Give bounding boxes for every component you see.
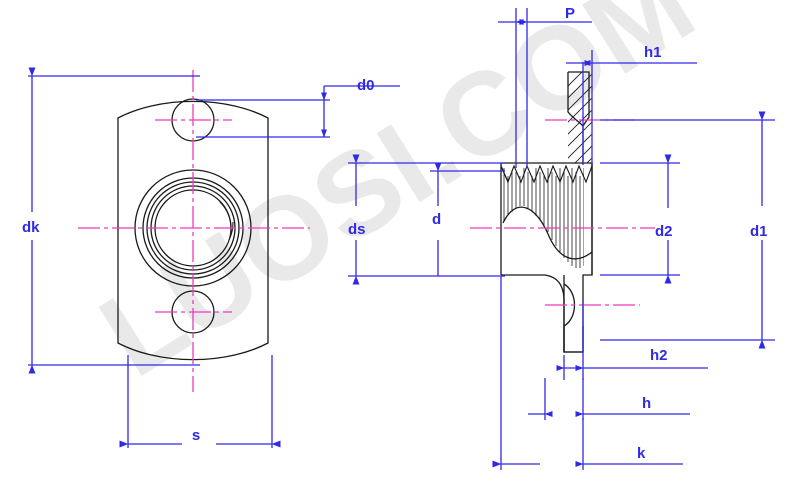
thread-section-hatch xyxy=(503,168,584,268)
dimension-labels: dk s d0 ds d d2 d1 P h1 h2 h k xyxy=(22,5,768,462)
dim-label-k: k xyxy=(637,445,646,462)
dim-label-ds: ds xyxy=(348,221,366,238)
dim-label-s: s xyxy=(192,427,200,444)
watermark: LUOSI.COM xyxy=(79,0,716,402)
upper-projection-inner xyxy=(567,72,584,127)
dim-label-dk: dk xyxy=(22,219,40,236)
dim-label-P: P xyxy=(565,5,575,22)
section-view xyxy=(500,71,593,353)
body-lower-left xyxy=(501,274,565,352)
dim-label-d: d xyxy=(432,211,441,228)
dim-label-d1: d1 xyxy=(750,223,768,240)
thread-bore-curve xyxy=(502,206,593,260)
thread-relief-arc xyxy=(219,201,232,229)
thread-relief-arc-2 xyxy=(228,221,234,241)
lower-nose-bottom xyxy=(563,326,584,353)
dim-label-d2: d2 xyxy=(655,223,673,240)
dim-label-h: h xyxy=(642,395,651,412)
dimension-lines xyxy=(28,8,775,470)
dim-label-h2: h2 xyxy=(650,347,668,364)
flange-outline xyxy=(117,100,269,361)
dim-label-h1: h1 xyxy=(644,44,662,61)
watermark-text: LUOSI.COM xyxy=(79,0,716,402)
front-view-centerlines xyxy=(78,70,310,392)
body-outline xyxy=(501,162,593,353)
dim-label-d0: d0 xyxy=(357,77,375,94)
thread-profile xyxy=(500,164,593,184)
